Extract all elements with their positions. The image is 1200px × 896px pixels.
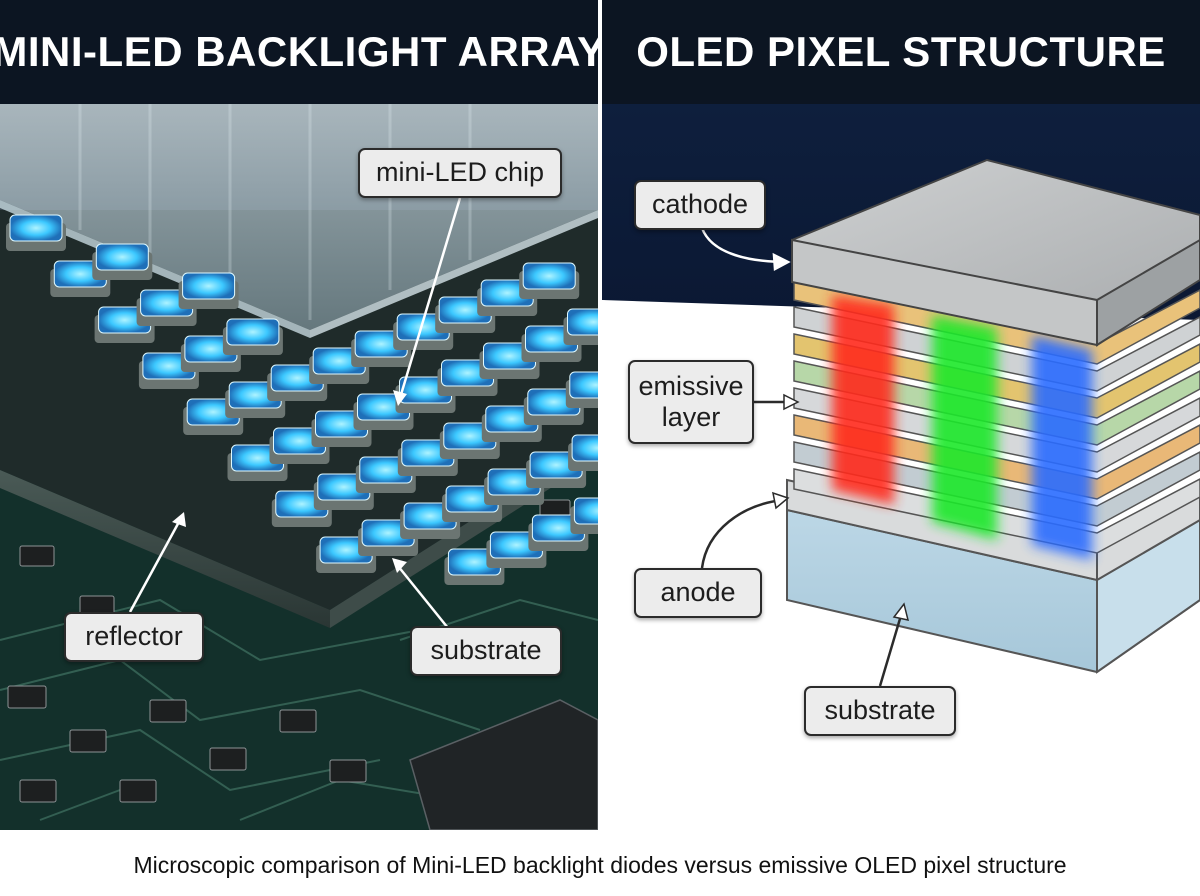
- reflector-arrow-head: [172, 512, 186, 527]
- mini-led-substrate-label: substrate: [410, 626, 562, 676]
- mini-led-chip: [182, 272, 236, 300]
- mini-led-chip: [573, 497, 598, 525]
- oled-organic-layer: [793, 387, 1200, 473]
- mini-led-chip-grid: [6, 214, 598, 585]
- oled-substrate-label: substrate: [804, 686, 956, 736]
- mini-led-chip: [95, 243, 149, 271]
- oled-organic-layer: [793, 360, 1200, 446]
- mini-led-chip: [226, 318, 280, 346]
- oled-organic-layer: [793, 414, 1200, 500]
- mini-led-chip-label: mini-LED chip: [358, 148, 562, 198]
- oled-organic-layer: [793, 306, 1200, 392]
- oled-organic-layer: [793, 468, 1200, 554]
- oled-organic-layer: [793, 333, 1200, 419]
- figure-caption: Microscopic comparison of Mini-LED backl…: [133, 851, 1067, 878]
- oled-organic-layer: [793, 441, 1200, 527]
- chip-arrow-head: [393, 390, 407, 406]
- anode-arrow: [700, 491, 790, 569]
- mini-led-panel-title: MINI-LED BACKLIGHT ARRAY: [0, 0, 598, 104]
- emissive-layer-label: emissive layer: [628, 360, 754, 444]
- cathode-label: cathode: [634, 180, 766, 230]
- mini-led-chip: [569, 371, 598, 399]
- anode-label: anode: [634, 568, 762, 618]
- mini-led-chip: [567, 308, 598, 336]
- substrate-arrow-head: [392, 558, 407, 573]
- reflector-label: reflector: [64, 612, 204, 662]
- emissive-arrow: [754, 393, 800, 411]
- cathode-arrow: [700, 227, 791, 272]
- oled-panel-title: OLED PIXEL STRUCTURE: [602, 0, 1200, 104]
- panel-divider: [598, 0, 602, 830]
- emission-columns: [832, 295, 1092, 560]
- mini-led-chip: [522, 262, 576, 290]
- oled-substrate-arrow: [878, 602, 910, 687]
- mini-led-chip: [9, 214, 63, 242]
- mini-led-chip: [571, 434, 598, 462]
- mini-led-arrows: [128, 197, 462, 629]
